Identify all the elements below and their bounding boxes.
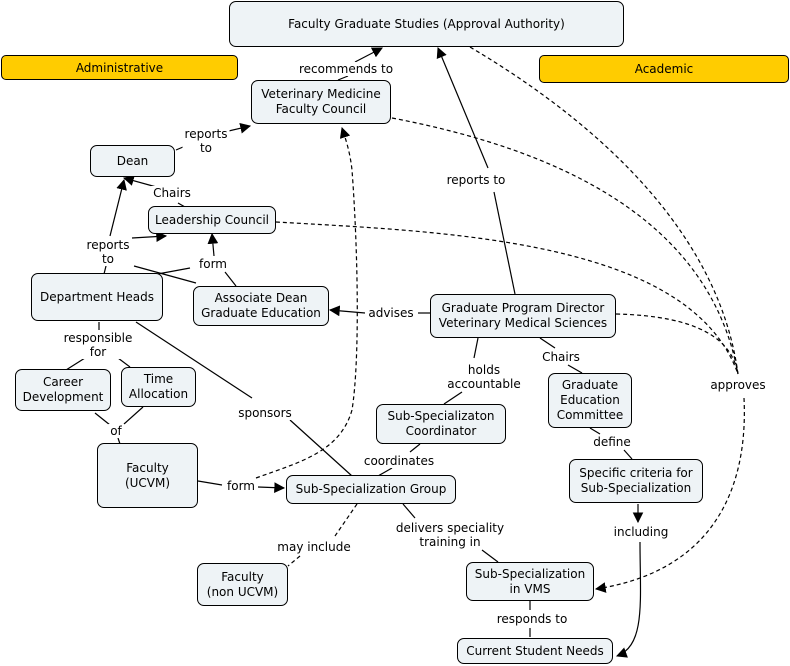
node-faculty-graduate-studies[interactable]: Faculty Graduate Studies (Approval Autho… — [229, 1, 624, 47]
edge-sponsors-group — [289, 419, 353, 477]
edge-coordinates-group — [377, 467, 393, 477]
edge-fgs-approves — [469, 46, 739, 375]
node-faculty-ucvm[interactable]: Faculty (UCVM) — [97, 443, 198, 508]
edge-responsible-time — [117, 357, 131, 368]
edge-leadership-approves — [275, 221, 739, 375]
edge-chairs-gec — [567, 364, 583, 374]
link-responsible-for: responsible for — [61, 331, 135, 359]
node-subspecialization-coordinator[interactable]: Sub-Specializaton Coordinator — [376, 404, 506, 444]
edge-dept-reports-right — [131, 231, 168, 242]
edge-faculty-form — [197, 480, 223, 486]
edge-mayinclude-faculty — [287, 555, 301, 567]
edge-gpd-holds — [473, 337, 479, 359]
link-coordinates: coordinates — [361, 454, 437, 468]
edge-advises-assoc — [328, 305, 366, 317]
link-gpd-reports-to: reports to — [444, 173, 508, 187]
edge-dean-reports — [175, 146, 184, 151]
node-vet-medicine-faculty-council[interactable]: Veterinary Medicine Faculty Council — [251, 80, 391, 124]
edge-gpd-reportsto — [493, 191, 516, 295]
edge-career-of — [94, 412, 111, 426]
link-including: including — [611, 525, 671, 539]
edge-including-needs — [615, 541, 642, 658]
link-sponsors: sponsors — [236, 406, 294, 420]
edge-faculty-vmfc-dashed — [255, 126, 358, 479]
node-leadership-council[interactable]: Leadership Council — [148, 206, 276, 234]
academic-banner: Academic — [539, 55, 789, 83]
link-chairs-dean: Chairs — [151, 186, 193, 200]
edge-dept-form — [133, 265, 197, 284]
edge-vmfc-recommends — [337, 75, 349, 81]
link-holds-accountable: holds accountable — [445, 363, 523, 391]
edge-define-criteria — [623, 449, 633, 460]
node-graduate-education-committee[interactable]: Graduate Education Committee — [548, 373, 632, 428]
node-specific-criteria[interactable]: Specific criteria for Sub-Specialization — [569, 459, 703, 503]
link-dean-reports-to: reports to — [182, 127, 230, 155]
edge-recommends-fgs — [354, 47, 383, 63]
edge-dept-to-reports — [103, 265, 107, 275]
edge-gpd-approves — [615, 313, 739, 375]
node-time-allocation[interactable]: Time Allocation — [121, 367, 196, 407]
edge-gpd-chairs — [539, 337, 556, 349]
edge-form-leadership — [207, 232, 219, 257]
edge-responsible-career — [65, 357, 86, 371]
administrative-banner: Administrative — [1, 55, 238, 80]
edge-vmfc-approves — [391, 117, 739, 375]
link-approves: approves — [708, 378, 768, 392]
edge-coord-coordinates — [409, 443, 421, 453]
node-faculty-non-ucvm[interactable]: Faculty (non UCVM) — [197, 563, 288, 606]
node-dean[interactable]: Dean — [90, 145, 175, 177]
link-form-faculty: form — [225, 479, 257, 493]
link-form-assoc: form — [197, 257, 229, 271]
link-define: define — [591, 435, 633, 449]
node-subspecialization-group[interactable]: Sub-Specialization Group — [286, 475, 456, 504]
edge-time-of — [123, 406, 144, 425]
link-advises: advises — [366, 306, 416, 320]
link-dept-reports-to: reports to — [84, 238, 132, 266]
link-recommends-to: recommends to — [296, 62, 396, 76]
edge-approves-vms — [594, 397, 745, 593]
node-career-development[interactable]: Career Development — [15, 369, 111, 411]
edge-holds-coord — [443, 391, 463, 405]
link-responds-to: responds to — [494, 612, 570, 626]
node-associate-dean[interactable]: Associate Dean Graduate Education — [193, 286, 329, 326]
edge-group-mayinclude — [334, 503, 358, 537]
edge-delivers-vms — [481, 549, 499, 563]
link-may-include: may include — [275, 540, 353, 554]
link-chairs-gpd: Chairs — [540, 350, 582, 364]
node-subspecialization-in-vms[interactable]: Sub-Specialization in VMS — [466, 562, 594, 601]
edge-gec-define — [589, 427, 601, 435]
link-of: of — [108, 424, 124, 438]
link-delivers-speciality-training: delivers speciality training in — [393, 521, 507, 549]
edge-reportsto-fgs — [436, 47, 489, 169]
node-graduate-program-director[interactable]: Graduate Program Director Veterinary Med… — [430, 294, 616, 338]
node-department-heads[interactable]: Department Heads — [31, 273, 163, 321]
edge-dept-reports-up — [109, 178, 127, 237]
node-current-student-needs[interactable]: Current Student Needs — [457, 638, 613, 664]
edge-dept-sponsors — [135, 321, 253, 399]
edge-group-delivers — [402, 503, 416, 519]
edge-assoc-form — [224, 271, 237, 287]
edge-form-group — [257, 482, 286, 494]
